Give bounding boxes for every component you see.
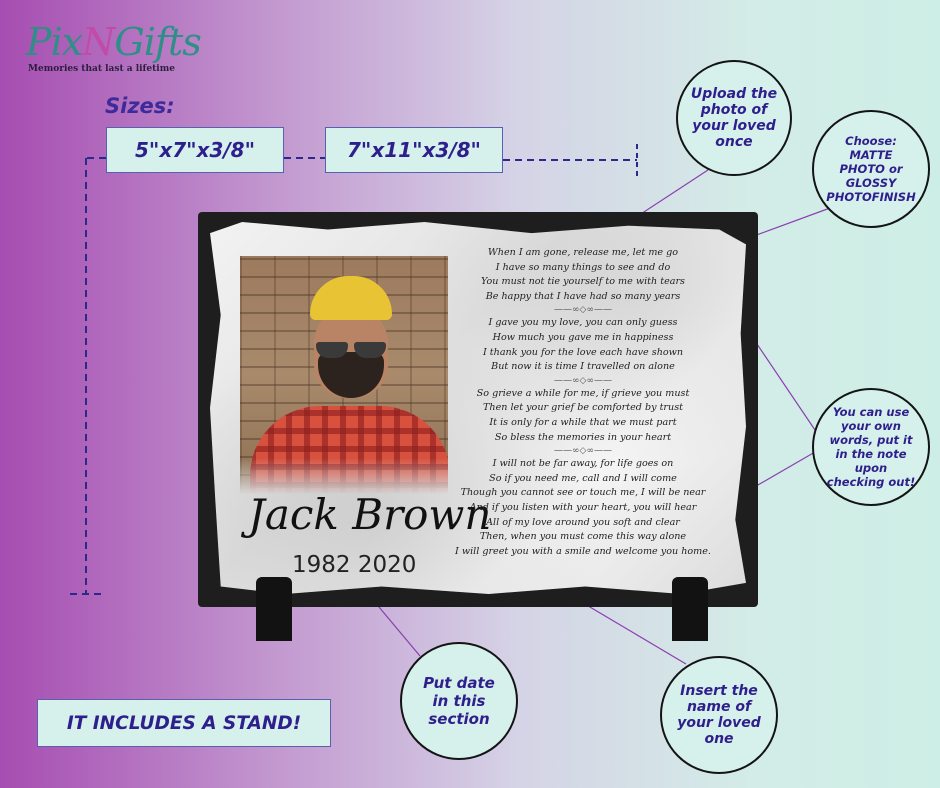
memorial-poem: When I am gone, release me, let me go I …	[454, 246, 712, 559]
stand-leg-left	[256, 577, 292, 641]
poem-stanza-3: So grieve a while for me, if grieve you …	[454, 387, 712, 445]
logo-tagline: Memories that last a lifetime	[28, 64, 175, 74]
callout-date-section: Put date in this section	[400, 642, 518, 760]
poem-line: I gave you my love, you can only guess	[488, 317, 678, 329]
memorial-photo[interactable]	[240, 256, 448, 494]
poem-line: Then let your grief be comforted by trus…	[483, 402, 683, 414]
logo-part-2: N	[82, 20, 115, 64]
size-option-large[interactable]: 7"x11"x3/8"	[325, 127, 503, 173]
poem-stanza-2: I gave you my love, you can only guess H…	[454, 316, 712, 374]
poem-line: And if you listen with your heart, you w…	[469, 501, 697, 513]
poem-line: How much you gave me in happiness	[492, 331, 674, 343]
callout-own-words: You can use your own words, put it in th…	[812, 388, 930, 506]
poem-stanza-1: When I am gone, release me, let me go I …	[454, 246, 712, 304]
callout-upload-photo: Upload the photo of your loved once	[676, 60, 792, 176]
poem-line: Then, when you must come this way alone	[479, 531, 687, 543]
poem-line: You must not tie yourself to me with tea…	[481, 276, 685, 288]
logo-part-1: Pix	[26, 20, 83, 64]
sizes-label: Sizes:	[105, 94, 175, 118]
poem-line: When I am gone, release me, let me go	[487, 247, 679, 258]
ornament-divider-icon: ——∞◇∞——	[554, 375, 612, 386]
callout-photo-finish: Choose: MATTE PHOTO or GLOSSY PHOTOFINIS…	[812, 110, 930, 228]
poem-line: So grieve a while for me, if grieve you …	[476, 387, 690, 399]
memorial-years: 1982 2020	[292, 552, 417, 578]
memorial-name: Jack Brown	[248, 490, 492, 539]
stand-included-note: IT INCLUDES A STAND!	[37, 699, 331, 747]
logo-part-3: Gifts	[114, 20, 201, 64]
poem-line: But now it is time I travelled on alone	[491, 361, 675, 373]
poem-line: All of my love around you soft and clear	[486, 516, 680, 528]
plaid-shirt-shape	[250, 406, 448, 494]
brand-logo: PixNGifts	[26, 20, 202, 64]
poem-line: I will greet you with a smile and welcom…	[455, 545, 711, 557]
poem-stanza-4: I will not be far away, for life goes on…	[454, 457, 712, 559]
sunglasses-shape	[314, 342, 388, 360]
poem-line: So if you need me, call and I will come	[489, 472, 677, 484]
ornament-divider-icon: ——∞◇∞——	[554, 305, 612, 316]
poem-line: So bless the memories in your heart	[494, 431, 672, 443]
ornament-divider-icon: ——∞◇∞——	[554, 446, 612, 457]
poem-line: Be happy that I have had so many years	[485, 290, 681, 302]
poem-line: I have so many things to see and do	[495, 261, 671, 273]
poem-line: I thank you for the love each have shown	[482, 346, 684, 358]
stand-leg-right	[672, 577, 708, 641]
poem-line: Though you cannot see or touch me, I wil…	[460, 487, 706, 499]
poem-line: I will not be far away, for life goes on	[492, 458, 674, 470]
callout-insert-name: Insert the name of your loved one	[660, 656, 778, 774]
poem-line: It is only for a while that we must part	[489, 416, 677, 428]
size-option-small[interactable]: 5"x7"x3/8"	[106, 127, 284, 173]
